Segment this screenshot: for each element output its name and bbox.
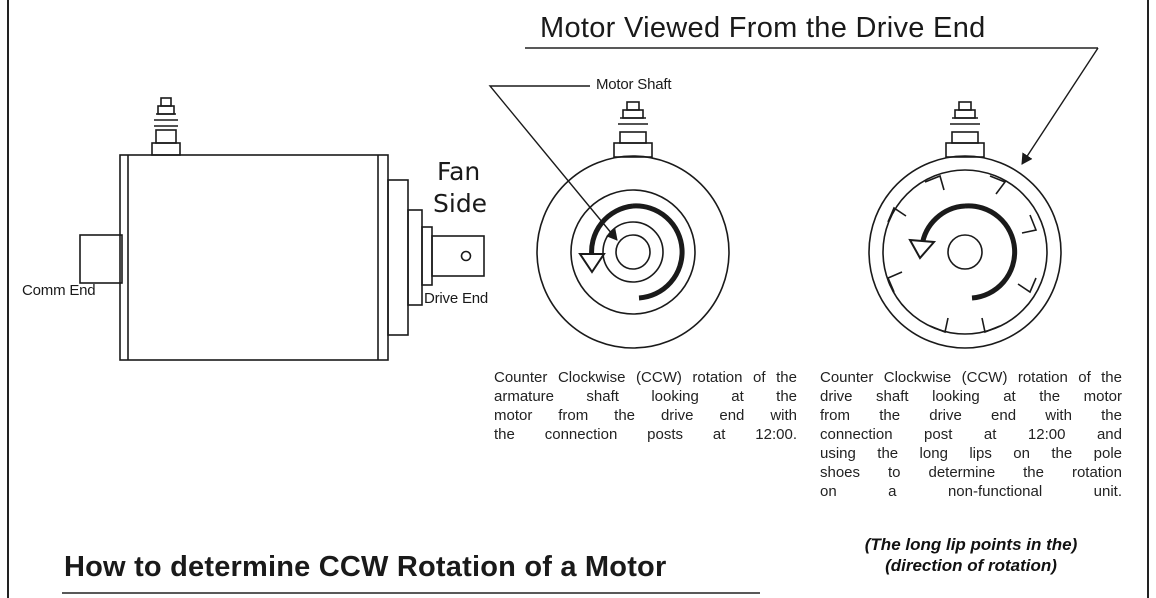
caption-right-line: drive shaft looking at the motor — [820, 388, 1122, 405]
motor-shaft-pointer — [488, 85, 618, 241]
drive-end-view-pointer — [1021, 47, 1099, 165]
drive-end-hub — [407, 209, 423, 306]
caption-right-line: connection post at 12:00 and — [820, 426, 1122, 443]
right-ccw-arrow — [919, 203, 1018, 301]
caption-right-line: Counter Clockwise (CCW) rotation of the — [820, 369, 1122, 386]
middle-end-view — [536, 101, 730, 349]
caption-right-line: from the drive end with the — [820, 407, 1122, 424]
caption-middle: Counter Clockwise (CCW) rotation of the … — [494, 368, 797, 444]
page-frame — [7, 0, 1149, 598]
caption-middle-line: Counter Clockwise (CCW) rotation of the — [494, 369, 797, 386]
caption-middle-line: armature shaft looking at the — [494, 388, 797, 405]
pole-shoes — [886, 174, 1038, 334]
top-title: Motor Viewed From the Drive End — [540, 12, 986, 44]
long-lip-note: (The long lip points in the) (direction … — [820, 534, 1122, 576]
caption-middle-line: motor from the drive end with — [494, 407, 797, 424]
middle-ccw-arrowhead — [578, 253, 606, 274]
pointer-arrows — [488, 47, 1099, 241]
side-label: Side — [433, 189, 488, 218]
motor-body — [119, 154, 389, 361]
comm-end-label: Comm End — [22, 282, 96, 299]
motor-shaft-label: Motor Shaft — [596, 76, 672, 93]
motor-side-view — [79, 97, 485, 361]
caption-right-line: on a non-functional unit. — [820, 483, 1122, 500]
drive-end-shaft — [431, 235, 485, 277]
drive-end-bearing — [421, 226, 433, 286]
caption-middle-line: the connection posts at 12:00. — [494, 426, 797, 443]
drive-end-label: Drive End — [424, 290, 489, 307]
fan-side-flange — [387, 179, 409, 336]
middle-ccw-arrow — [589, 203, 685, 301]
caption-right-line: shoes to determine the rotation — [820, 464, 1122, 481]
caption-right-line: using the long lips on the pole — [820, 445, 1122, 462]
right-ccw-arrowhead — [908, 238, 937, 260]
caption-right: Counter Clockwise (CCW) rotation of the … — [820, 368, 1122, 501]
comm-end-shaft — [79, 234, 123, 284]
right-end-view — [868, 101, 1062, 349]
note-line-2: (direction of rotation) — [885, 556, 1057, 575]
fan-label: Fan — [437, 157, 481, 186]
bottom-title: How to determine CCW Rotation of a Motor — [64, 551, 667, 583]
note-line-1: (The long lip points in the) — [864, 535, 1078, 554]
